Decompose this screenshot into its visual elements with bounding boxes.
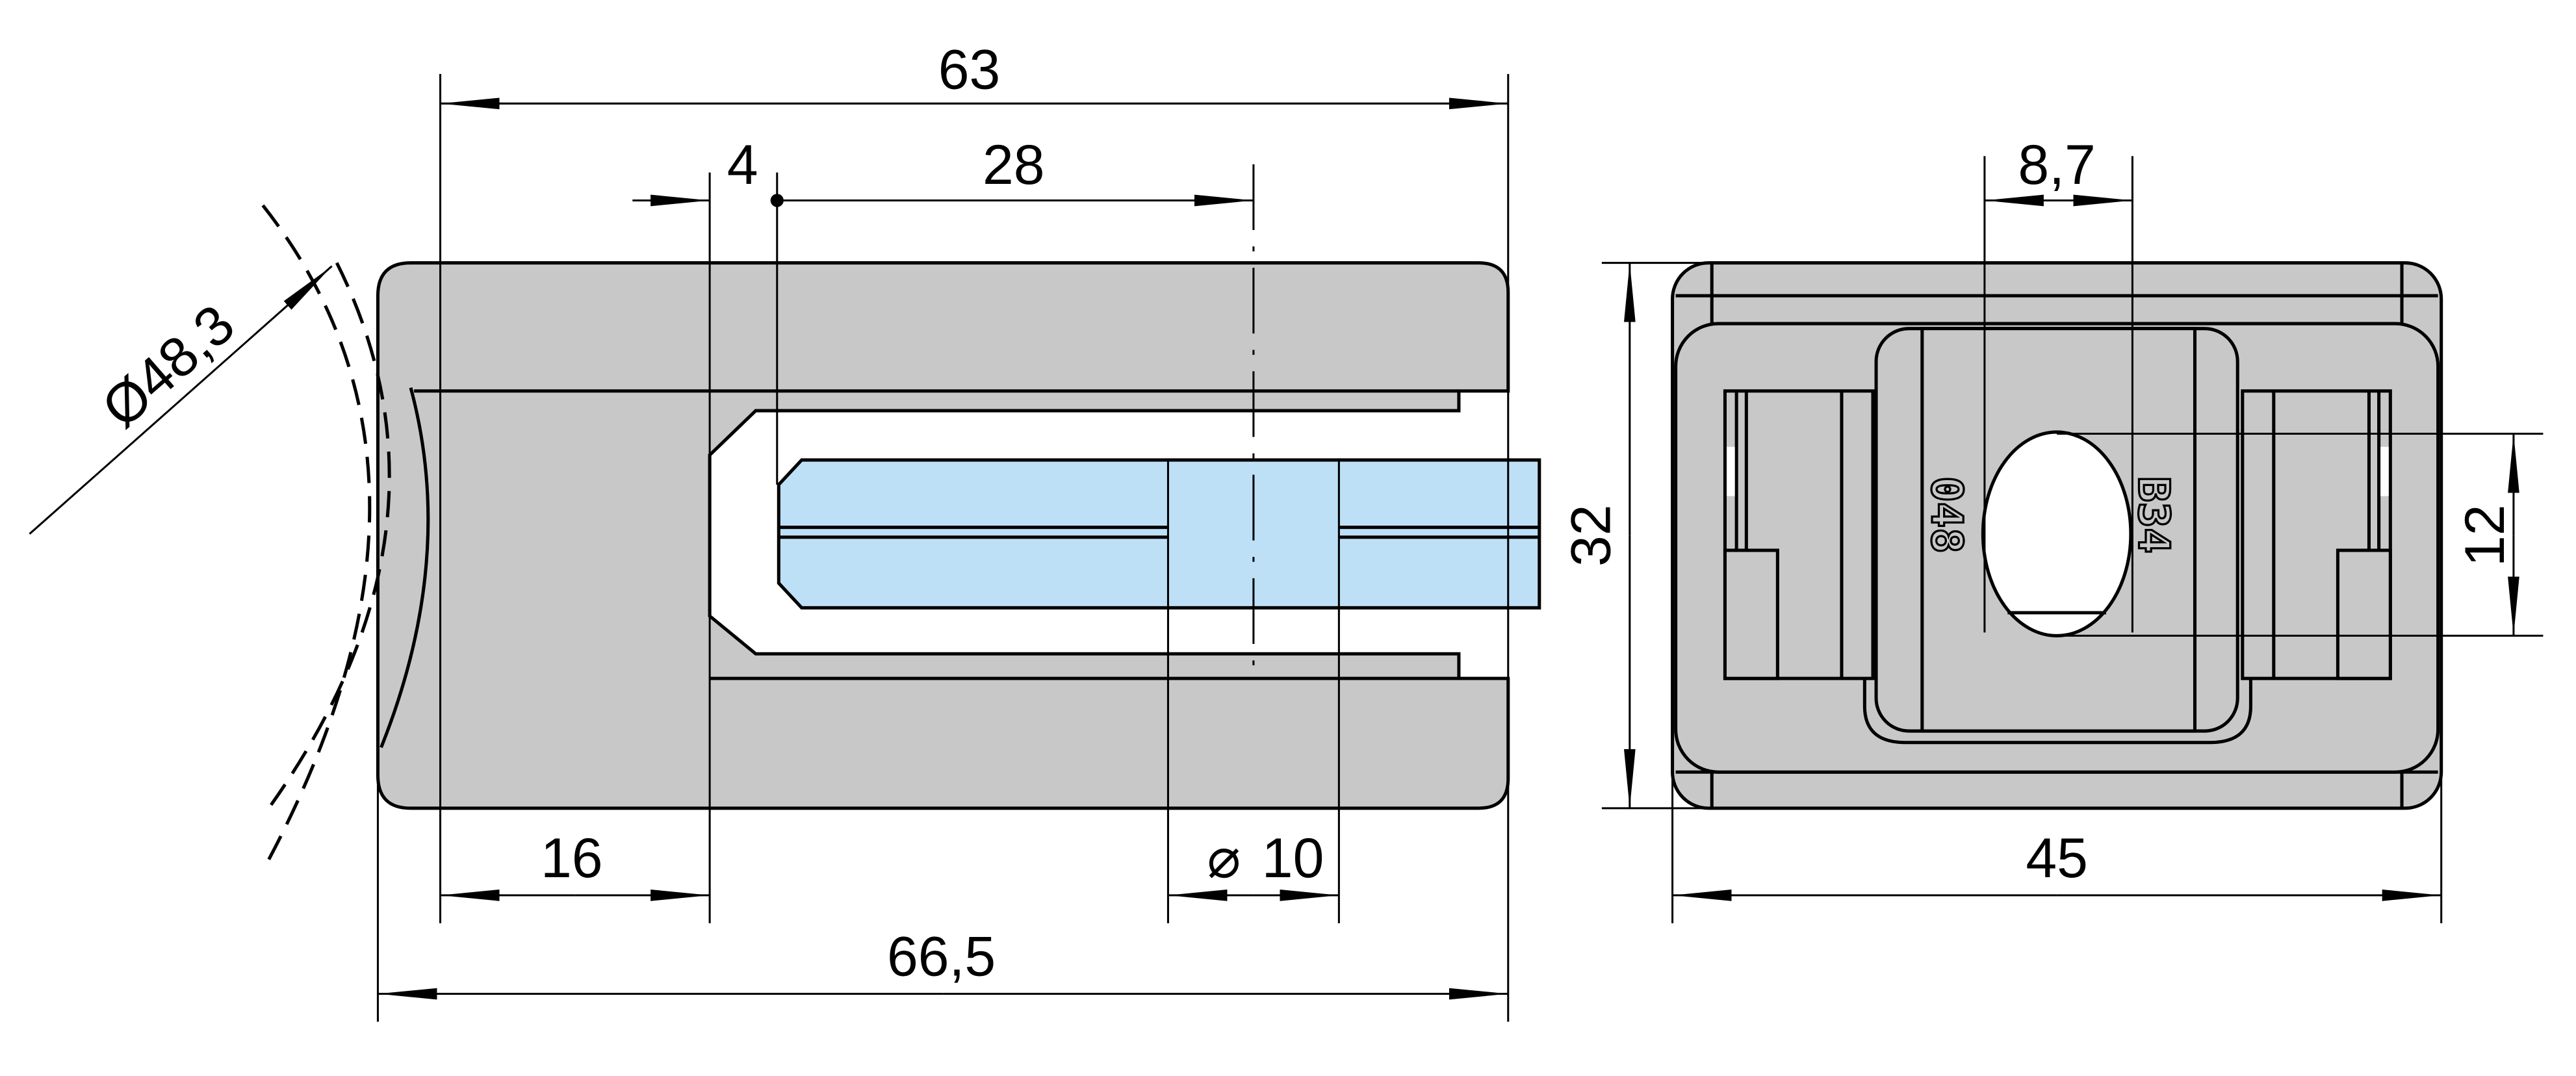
- dimension-origin-dot: [770, 194, 784, 207]
- oval-hole: [1981, 430, 2133, 637]
- front-view: 048 B34 8,7 32 12 45: [1560, 134, 2544, 923]
- pipe-outline-dashed-inner: [270, 262, 391, 806]
- engraving-b34: B34: [2129, 476, 2178, 554]
- pipe-outline-dashed-outer: [261, 204, 372, 872]
- dimension-label-63: 63: [938, 39, 1001, 101]
- dimension-pipe-diameter: [29, 265, 333, 535]
- side-view: 63 4 28 Ø48,3 16 ⌀ 10 66,5: [29, 39, 1541, 1022]
- diameter-symbol: ⌀: [1207, 827, 1241, 890]
- dimension-label-8-7: 8,7: [2018, 134, 2095, 196]
- right-slot-gap: [2380, 446, 2389, 496]
- dimension-label-hole: 10: [1262, 827, 1324, 890]
- dimension-label-16: 16: [541, 827, 603, 890]
- left-slot-block: [1723, 548, 1779, 680]
- dimension-label-28: 28: [983, 134, 1045, 196]
- dimension-label-32: 32: [1560, 504, 1623, 567]
- dimension-label-45: 45: [2026, 827, 2088, 890]
- engraving-048: 048: [1922, 476, 1971, 554]
- dimension-label-4: 4: [727, 134, 758, 196]
- right-slot-block: [2336, 548, 2392, 680]
- left-slot-gap: [1726, 446, 1735, 496]
- glass-pane: [777, 458, 1541, 609]
- dimension-label-12: 12: [2454, 504, 2516, 567]
- dimension-label-pipe-diameter: Ø48,3: [90, 293, 246, 440]
- dimension-label-66-5: 66,5: [887, 926, 996, 988]
- pipe-contact-arc: [380, 387, 430, 749]
